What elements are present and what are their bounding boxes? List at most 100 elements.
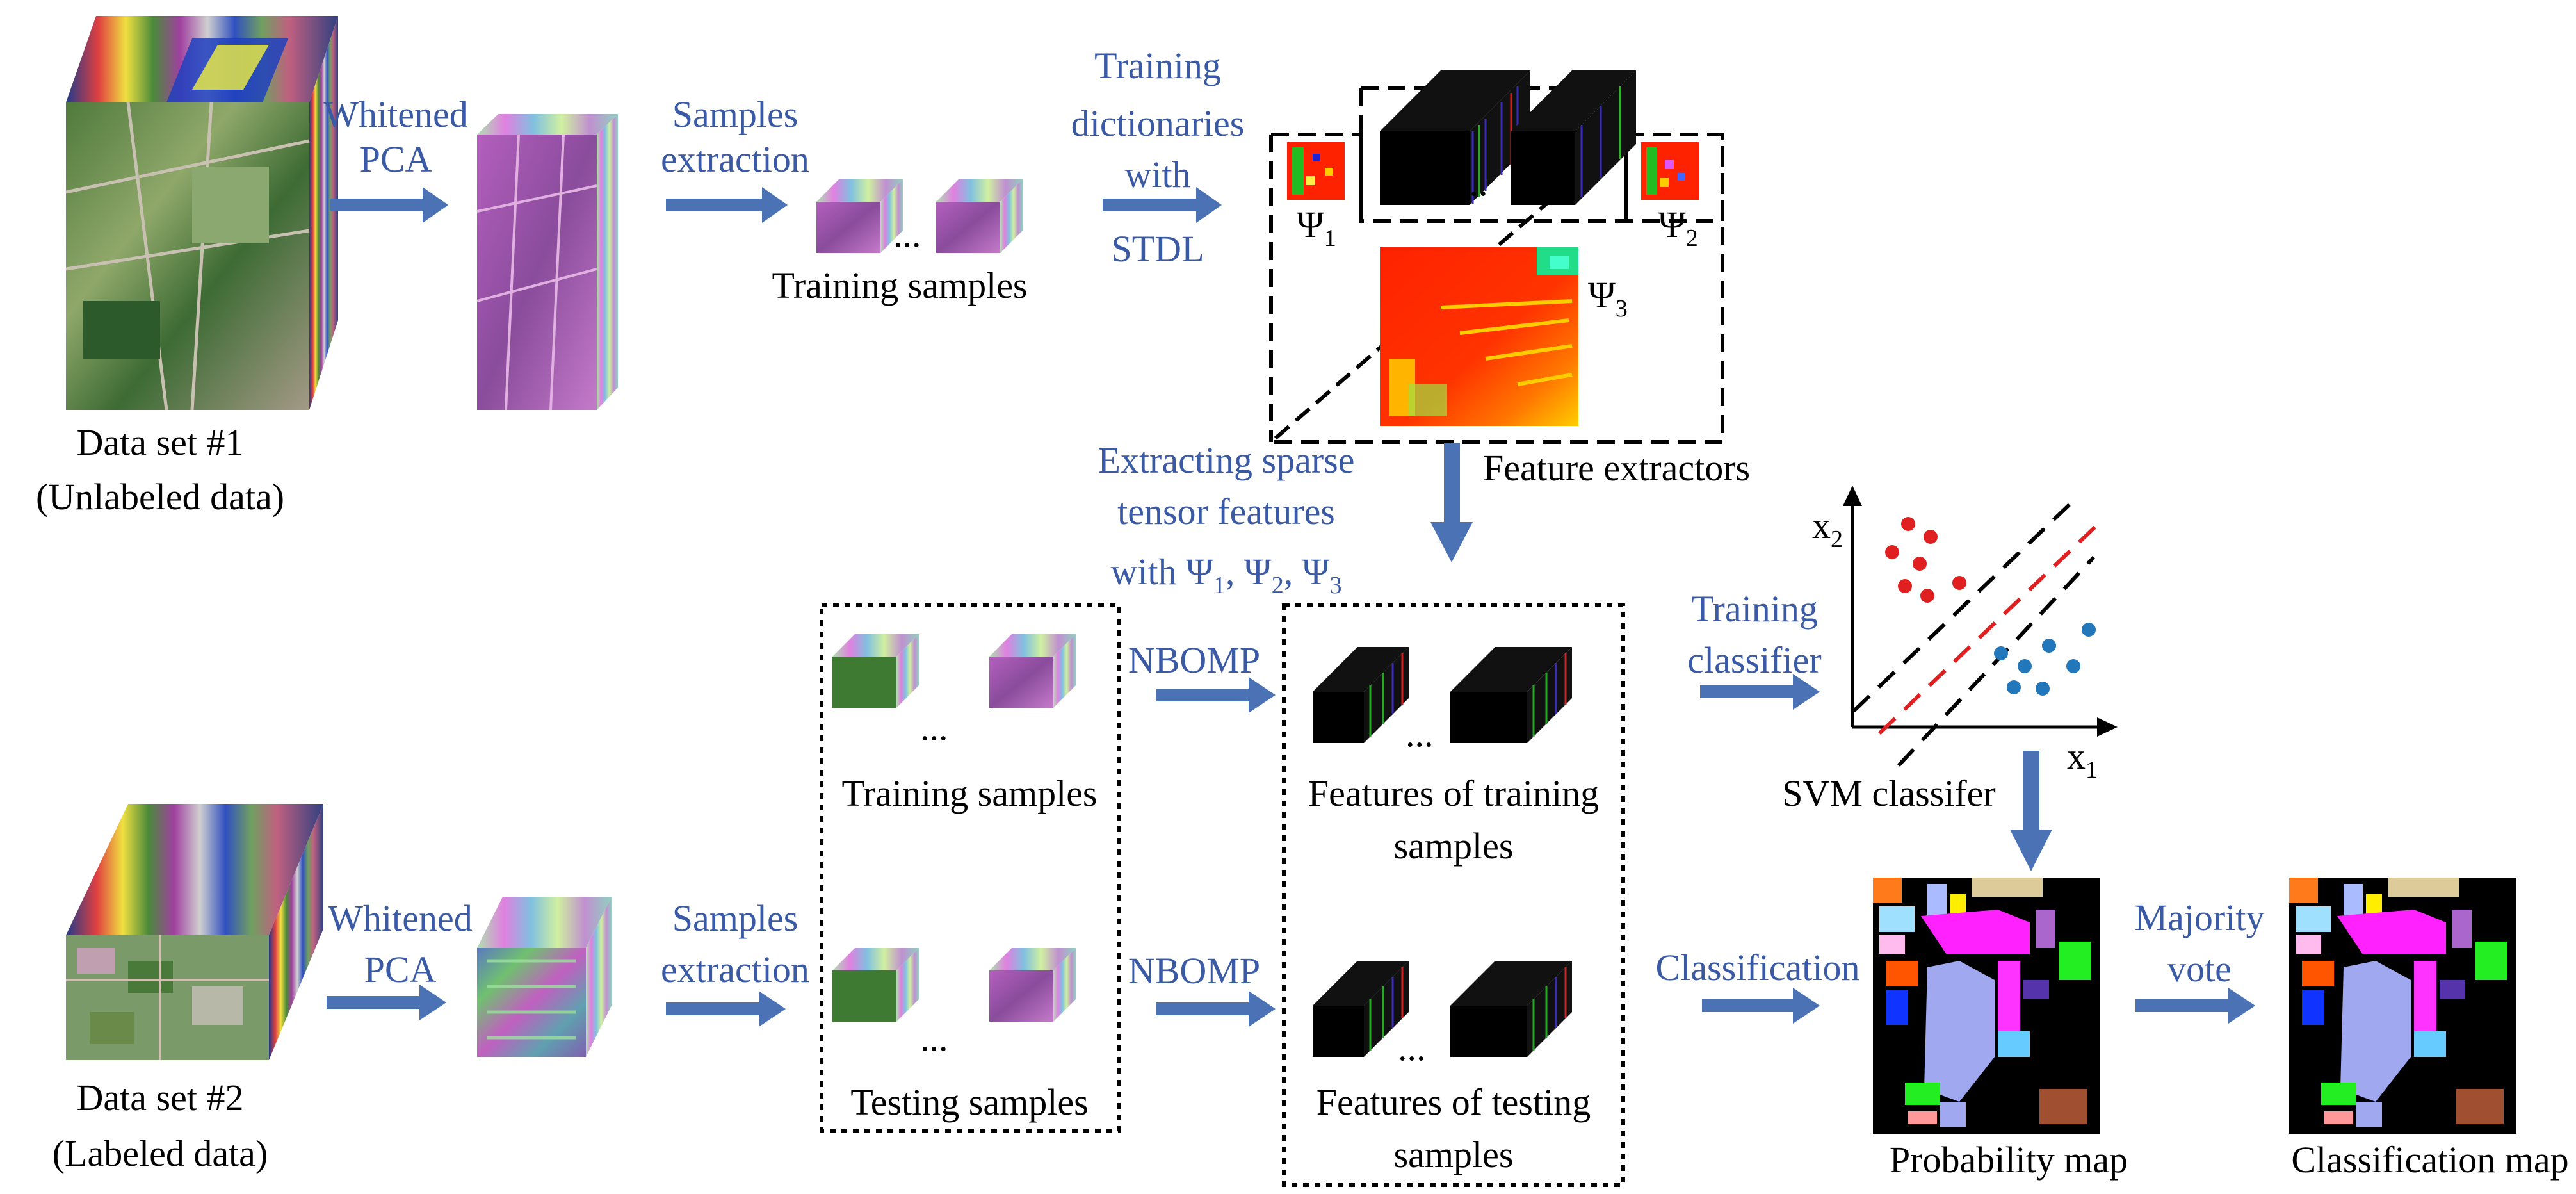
probability-map: Probability map: [1873, 878, 2128, 1181]
samples-extraction-step-top: Samples extraction: [661, 94, 809, 223]
training-samples-top: ... Training samples: [772, 179, 1028, 306]
nbomp-label: NBOMP: [1128, 639, 1260, 681]
classification-label: Classification: [1656, 947, 1860, 988]
train-dictionaries-step: Training dictionaries with STDL: [1071, 45, 1245, 270]
sample-cube-icon: [816, 179, 903, 253]
extract-line2: tensor features: [1117, 491, 1335, 532]
nbomp-step-test: NBOMP: [1128, 950, 1276, 1027]
ellipsis: ...: [920, 1017, 948, 1059]
features-training: ... Features of training samples: [1308, 647, 1599, 867]
psi1-label: Ψ1: [1297, 204, 1336, 252]
psi2-label: Ψ2: [1658, 204, 1698, 252]
extract-line1: Extracting sparse: [1098, 439, 1354, 481]
core-tensor-cubes: ...: [1380, 70, 1636, 205]
flow-arrow-icon: [330, 187, 448, 223]
dataset1-cube: Data set #1 (Unlabeled data): [36, 16, 338, 518]
whitened-label: Whitened: [328, 897, 472, 939]
pca-cube-bottom: [477, 897, 612, 1057]
flow-arrow-icon: [1430, 443, 1473, 562]
train-dict-line1: Training: [1094, 45, 1221, 86]
class-map-icon: [2289, 878, 2516, 1134]
training-classifier-line1: Training: [1691, 588, 1818, 630]
dataset2-sublabel: (Labeled data): [53, 1133, 268, 1174]
flow-arrow-icon: [666, 991, 786, 1027]
dictionary-matrix-icon: [1287, 142, 1345, 200]
dictionary-matrix-icon: [1380, 247, 1578, 426]
blue-class-points: [1994, 623, 2096, 696]
sample-cube-icon: [936, 179, 1023, 253]
samples-label: Samples: [672, 94, 798, 135]
feature-cube-icon: [1313, 647, 1409, 743]
features-testing-line1: Features of testing: [1316, 1081, 1591, 1123]
whitened-label: Whitened: [323, 94, 467, 135]
testing-samples: ... Testing samples: [832, 948, 1089, 1123]
flow-arrow-icon: [1156, 991, 1276, 1027]
flow-arrow-icon: [1103, 187, 1222, 223]
extraction-label: extraction: [661, 949, 809, 990]
flow-arrow-icon: [1156, 677, 1276, 713]
majority-vote-step: Majority vote: [2135, 897, 2265, 1024]
training-classifier-line2: classifier: [1687, 639, 1821, 681]
probability-map-label: Probability map: [1890, 1139, 2128, 1181]
extraction-label: extraction: [661, 138, 809, 180]
nbomp-step-train: NBOMP: [1128, 639, 1276, 713]
majority-label: Majority: [2135, 897, 2265, 938]
sample-cube-icon: [832, 948, 919, 1022]
features-training-line2: samples: [1394, 825, 1514, 867]
training-samples-label: Training samples: [772, 265, 1027, 306]
flow-arrow-icon: [327, 985, 446, 1020]
psi3-label: Ψ3: [1588, 274, 1628, 322]
sample-cube-icon: [832, 634, 919, 708]
pca-label: PCA: [364, 949, 437, 990]
classification-map: Classification map: [2289, 878, 2569, 1181]
feature-cube-icon: [1450, 961, 1572, 1057]
x2-axis-label: x2: [1812, 505, 1843, 553]
feature-cube-icon: [1511, 70, 1636, 205]
feature-cube-icon: [1380, 70, 1530, 205]
features-training-line1: Features of training: [1308, 773, 1599, 814]
sample-cube-icon: [989, 948, 1076, 1022]
train-dict-line4: STDL: [1112, 228, 1204, 270]
flow-arrow-icon: [1700, 674, 1820, 710]
flow-arrow-icon: [1702, 988, 1820, 1024]
flow-arrow-icon: [2135, 988, 2255, 1024]
whitened-pca-step-bottom: Whitened PCA: [327, 897, 473, 1020]
whitened-pca-step-top: Whitened PCA: [323, 94, 468, 223]
hyperspectral-cube-icon: [65, 16, 338, 411]
samples-label: Samples: [672, 897, 798, 939]
features-box: [1282, 603, 1625, 1187]
red-class-points: [1885, 517, 1966, 603]
pca-label: PCA: [360, 138, 432, 180]
samples-extraction-step-bottom: Samples extraction: [661, 897, 809, 1027]
ellipsis: ...: [920, 707, 948, 748]
svm-caption: SVM classifer: [1782, 773, 1995, 814]
x1-axis-label: x1: [2067, 735, 2098, 783]
dataset1-sublabel: (Unlabeled data): [36, 476, 284, 518]
testing-samples-label: Testing samples: [850, 1081, 1088, 1123]
features-testing-line2: samples: [1394, 1134, 1514, 1175]
ellipsis: ...: [1405, 713, 1434, 755]
dataset2-label: Data set #2: [77, 1077, 244, 1118]
training-classifier-step: Training classifier: [1687, 588, 1822, 710]
samples-box: [820, 603, 1121, 1133]
flow-arrow-icon: [666, 187, 788, 223]
feature-extractors-box: Ψ1 ...: [1265, 70, 1724, 444]
class-map-icon: [1873, 878, 2100, 1134]
dataset1-label: Data set #1: [77, 421, 244, 463]
pca-cube-top: [476, 114, 618, 411]
ellipsis: ...: [1398, 1027, 1426, 1068]
feature-extractors-label: Feature extractors: [1483, 447, 1750, 489]
vote-label: vote: [2167, 948, 2232, 990]
hyperspectral-cube-icon: [66, 804, 323, 1060]
classification-map-label: Classification map: [2291, 1139, 2568, 1181]
nbomp-label: NBOMP: [1128, 950, 1260, 992]
feature-cube-icon: [1450, 647, 1572, 743]
features-testing: ... Features of testing samples: [1313, 961, 1591, 1175]
train-dict-line2: dictionaries: [1071, 102, 1245, 144]
flow-arrow-icon: [2010, 751, 2052, 871]
dictionary-matrix-icon: [1641, 142, 1699, 200]
training-samples-bottom: ... Training samples: [832, 634, 1098, 814]
sample-cube-icon: [989, 634, 1076, 708]
classification-step: Classification: [1656, 947, 1860, 1024]
